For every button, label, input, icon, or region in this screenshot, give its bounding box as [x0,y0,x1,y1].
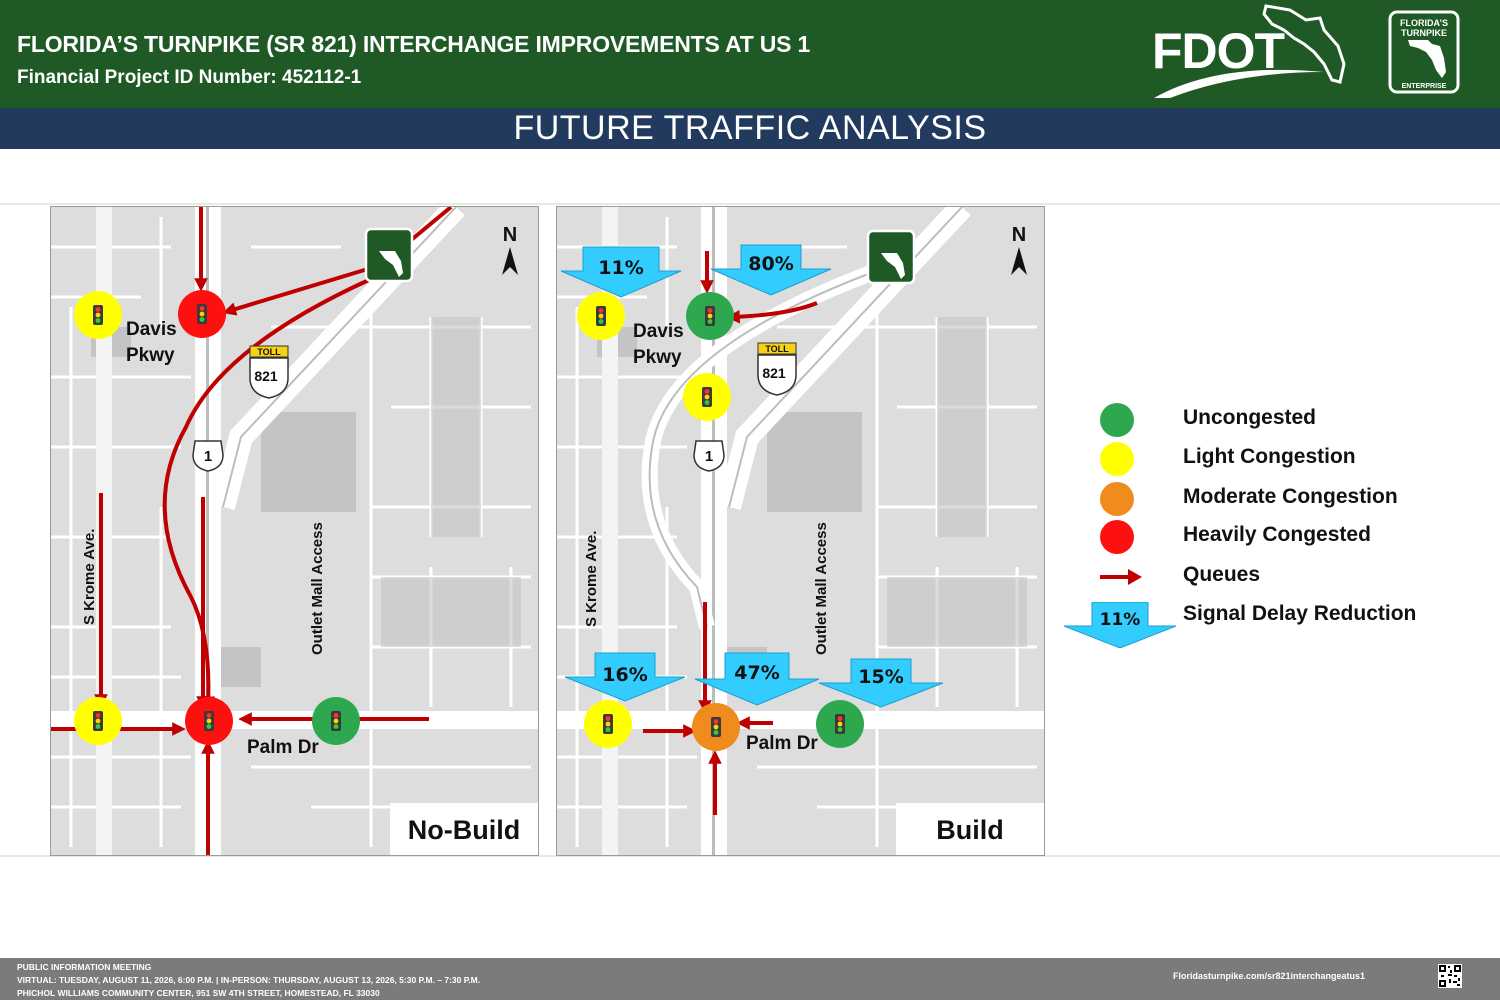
sr821-toll-shield: TOLL 821 [757,342,797,396]
footer-meeting: PUBLIC INFORMATION MEETING [17,962,152,972]
queue-arrows [643,251,818,815]
davis-pkwy-label: Davis Pkwy [126,319,177,366]
queue-arrow-icon [1100,569,1142,585]
signal-davis-west [74,291,122,339]
build-map: 1 TOLL 821 N [556,206,1045,856]
legend-signal-delay: 11% Signal Delay Reduction [1062,598,1482,648]
svg-text:821: 821 [762,365,786,381]
davis-pkwy-label: Davis Pkwy [633,321,684,368]
svg-text:N: N [1012,224,1026,246]
turnpike-enterprise-logo: FLORIDA’S TURNPIKE ENTERPRISE [1388,10,1460,94]
delay-arrow-icon: 11% [1063,602,1177,648]
divider-top [0,203,1500,205]
signal-davis-us1 [178,290,226,338]
svg-text:TOLL: TOLL [257,347,281,357]
delay-arrow-palm-west: 16% [564,652,686,702]
delay-value: 47% [734,662,779,684]
signal-palm-krome [584,700,632,748]
yellow-dot-icon [1100,442,1134,476]
footer-dates: VIRTUAL: TUESDAY, AUGUST 11, 2026, 6:00 … [17,975,481,985]
sr821-toll-shield: TOLL 821 [249,345,289,399]
svg-text:821: 821 [254,368,278,384]
signals [577,292,864,751]
palm-dr-label: Palm Dr [746,733,818,754]
legend-light-congestion: Light Congestion [1100,442,1480,476]
svg-text:1: 1 [204,448,212,465]
no-build-map: 1 TOLL 821 N Davis Pkwy P [50,206,539,856]
svg-text:FLORIDA’S: FLORIDA’S [1400,18,1448,28]
legend-queues: Queues [1100,560,1480,594]
us1-shield: 1 [192,440,224,472]
legend-heavily-congested: Heavily Congested [1100,520,1480,554]
outlet-mall-label: Outlet Mall Access [813,522,830,655]
header-bar: FLORIDA’S TURNPIKE (SR 821) INTERCHANGE … [0,0,1500,108]
palm-dr-label: Palm Dr [247,737,319,758]
krome-ave-label: S Krome Ave. [81,528,98,625]
build-label: Build [896,803,1044,855]
delay-arrow-palm-us1: 47% [694,652,820,706]
north-arrow-icon: N [1011,224,1027,275]
project-website-link[interactable]: Floridasturnpike.com/sr821interchangeatu… [1173,971,1366,981]
krome-ave-label: S Krome Ave. [583,530,600,627]
route-shields: 1 TOLL 821 N [192,224,518,472]
delay-arrow-palm-east: 15% [818,658,944,708]
legend-uncongested: Uncongested [1100,403,1480,437]
fdot-logo-text: FDOT [1152,23,1285,79]
delay-reduction-arrows: 11% 80% 16% 47% 15% [560,244,944,708]
north-arrow-icon: N [502,224,518,275]
delay-value: 15% [858,666,903,688]
orange-dot-icon [1100,482,1134,516]
footer-bar: PUBLIC INFORMATION MEETING VIRTUAL: TUES… [0,958,1500,1000]
svg-text:ENTERPRISE: ENTERPRISE [1402,83,1447,90]
green-dot-icon [1100,403,1134,437]
route-shields: 1 TOLL 821 N [693,224,1027,472]
svg-text:N: N [503,224,517,246]
fdot-logo: FDOT [1152,4,1346,98]
signal-palm-us1 [692,703,740,751]
signals [74,290,360,745]
svg-text:11%: 11% [1100,610,1141,630]
delay-value: 80% [748,253,793,275]
delay-value: 11% [598,257,643,279]
signal-davis-west [577,292,625,340]
delay-arrow-davis-west: 11% [560,246,682,298]
delay-arrow-davis-east: 80% [710,244,832,296]
footer-location: PHICHOL WILLIAMS COMMUNITY CENTER, 951 S… [17,988,380,998]
red-dot-icon [1100,520,1134,554]
divider-bottom [0,855,1500,857]
signal-palm-outlet [312,697,360,745]
signal-davis-ramp [683,373,731,421]
project-id: Financial Project ID Number: 452112-1 [17,67,362,88]
svg-text:TOLL: TOLL [765,344,789,354]
signal-palm-outlet [816,700,864,748]
legend-moderate-congestion: Moderate Congestion [1100,482,1480,516]
svg-text:1: 1 [705,448,713,465]
signal-palm-krome [74,697,122,745]
section-banner: FUTURE TRAFFIC ANALYSIS [0,108,1500,149]
no-build-label: No-Build [390,803,538,855]
qr-code-icon[interactable] [1438,964,1462,988]
outlet-mall-label: Outlet Mall Access [309,522,326,655]
signal-davis-us1 [686,292,734,340]
project-title: FLORIDA’S TURNPIKE (SR 821) INTERCHANGE … [17,31,811,57]
us1-shield: 1 [693,440,725,472]
turnpike-marker-icon [866,229,916,285]
signal-palm-us1 [185,697,233,745]
section-title: FUTURE TRAFFIC ANALYSIS [513,109,987,147]
svg-text:TURNPIKE: TURNPIKE [1401,28,1447,38]
turnpike-marker-icon [364,227,414,283]
delay-value: 16% [602,664,647,686]
